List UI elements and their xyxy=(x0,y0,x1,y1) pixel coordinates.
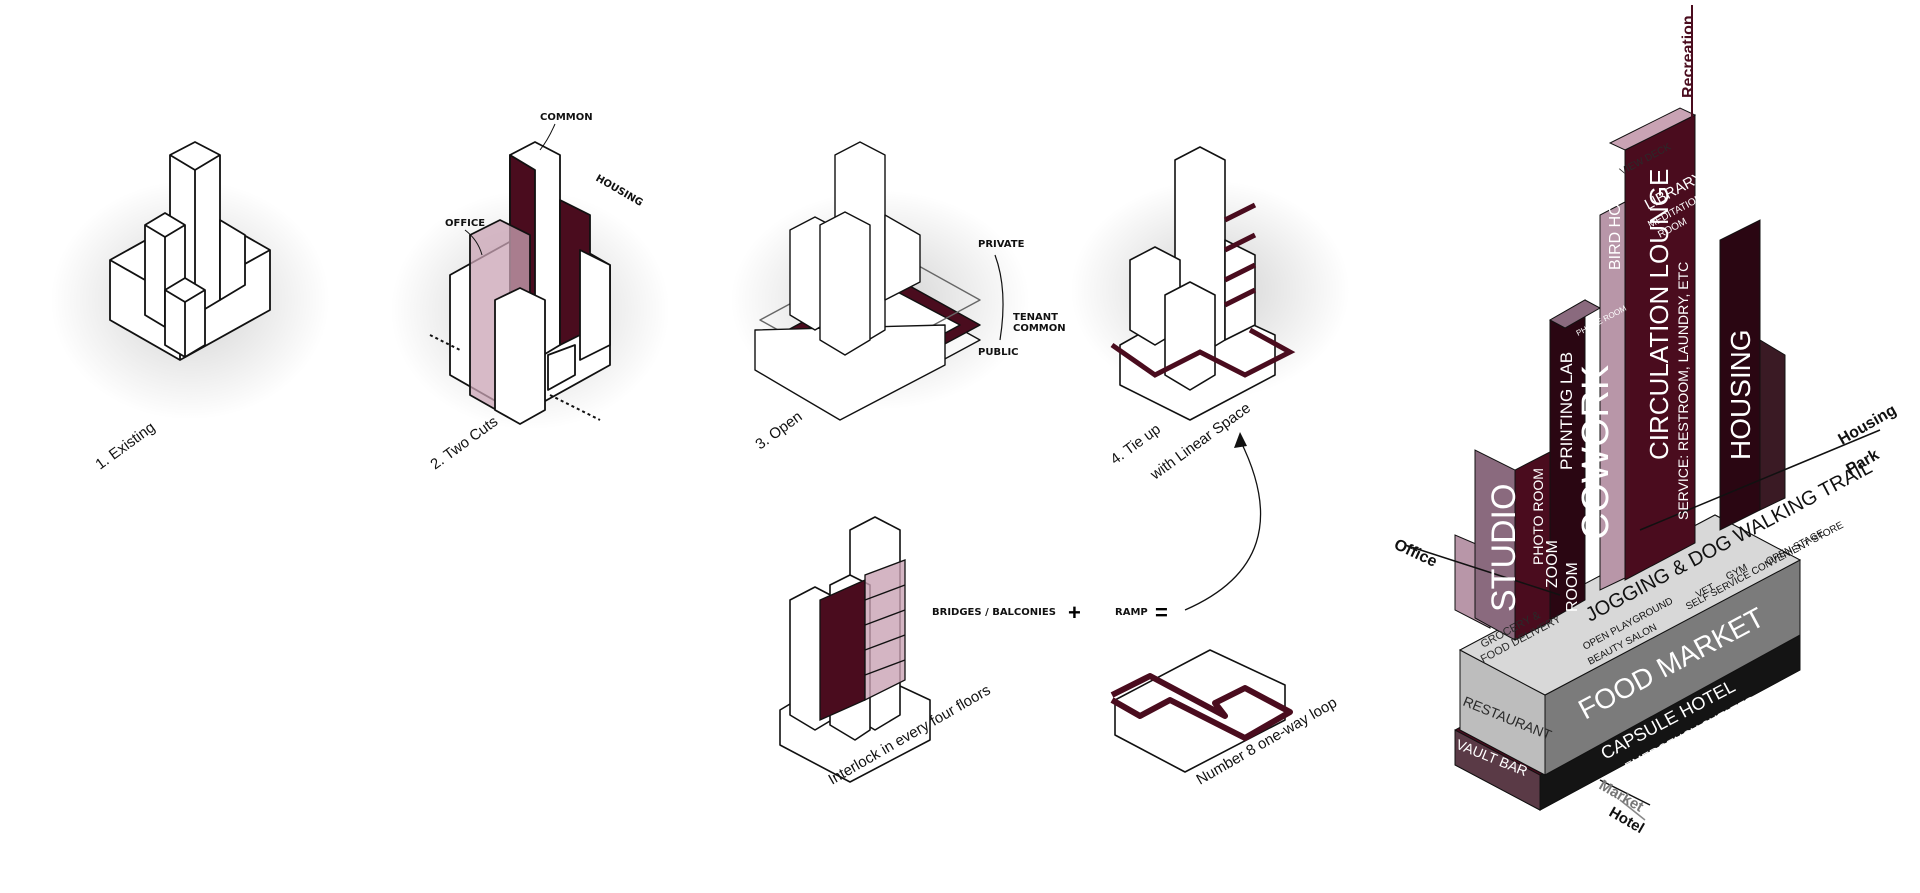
massing-tie-up: 4. Tie up with Linear Space xyxy=(1070,146,1350,611)
plus-sign: + xyxy=(1068,600,1081,625)
service-label: SERVICE: RESTROOM, LAUNDRY, ETC xyxy=(1675,262,1691,520)
public-note: PUBLIC xyxy=(978,347,1019,358)
category-office: Office xyxy=(1391,536,1439,571)
equals-sign: = xyxy=(1155,600,1168,625)
zoom-room-label: ROOM xyxy=(1564,562,1581,612)
massing-existing: 1. Existing xyxy=(50,141,330,473)
zoom-label: ZOOM xyxy=(1544,540,1561,588)
massing-interlock: Interlock in every four floors xyxy=(779,516,994,788)
tenant-common-note: COMMON xyxy=(1013,323,1066,334)
step-3-label: 3. Open xyxy=(752,408,805,453)
bridges-note: BRIDGES / BALCONIES xyxy=(932,607,1056,618)
photo-room-label: PHOTO ROOM xyxy=(1530,468,1546,565)
cowork-label: COWORK xyxy=(1575,365,1617,540)
massing-open: PRIVATE TENANT COMMON PUBLIC 3. Open xyxy=(730,141,1066,453)
private-note: PRIVATE xyxy=(978,239,1025,250)
studio-label: STUDIO xyxy=(1485,484,1523,612)
office-note: OFFICE xyxy=(445,218,485,229)
category-recreation: Recreation xyxy=(1680,15,1697,98)
tenant-note: TENANT xyxy=(1013,312,1058,323)
category-housing: Housing xyxy=(1836,402,1900,449)
circulation-label: CIRCULATION LOUNGE xyxy=(1644,169,1674,460)
step-2-label: 2. Two Cuts xyxy=(427,413,501,473)
step-4-label-line1: 4. Tie up xyxy=(1107,421,1164,469)
massing-two-cuts: COMMON HOUSING OFFICE 2. Two Cuts xyxy=(390,112,670,473)
housing-label: HOUSING xyxy=(1725,329,1756,460)
massing-loop: Number 8 one-way loop xyxy=(1110,649,1340,788)
common-note: COMMON xyxy=(540,112,593,123)
bird-house-label: BIRD HOUSE xyxy=(1607,170,1624,270)
printing-lab-label: PRINTING LAB xyxy=(1557,352,1576,470)
ramp-note: RAMP xyxy=(1115,607,1148,618)
step-1-label: 1. Existing xyxy=(92,419,158,473)
program-stack: Recreation Housing Park Office Market Ho… xyxy=(1391,5,1899,837)
housing-note: HOUSING xyxy=(594,173,645,209)
